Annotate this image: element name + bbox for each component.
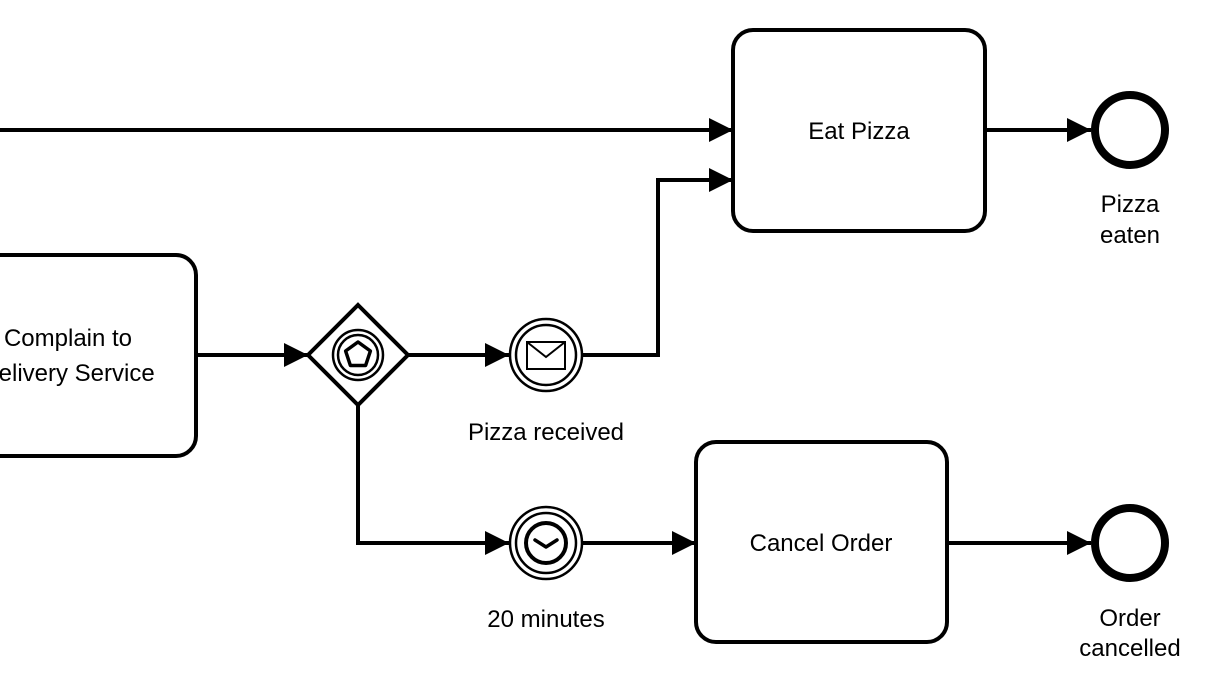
end-event-pizza-eaten-label-line2: eaten xyxy=(1100,222,1160,249)
end-event-pizza-eaten-label-line1: Pizza xyxy=(1101,191,1160,218)
timer-event-label: 20 minutes xyxy=(487,606,604,633)
end-event-order-cancelled-label-line1: Order xyxy=(1099,605,1160,632)
task-complain-label-line1: Complain to xyxy=(4,325,132,352)
task-cancel-order[interactable]: Cancel Order xyxy=(694,440,949,644)
message-catch-event[interactable] xyxy=(508,317,584,393)
message-event-label: Pizza received xyxy=(468,419,624,446)
clock-icon xyxy=(524,521,568,565)
event-based-gateway[interactable] xyxy=(305,302,411,408)
sequence-flow-message-to-eat-pizza xyxy=(583,168,733,357)
pentagon-icon xyxy=(343,340,373,368)
task-cancel-order-label: Cancel Order xyxy=(750,530,893,557)
task-complain-delivery[interactable]: Complain to Delivery Service xyxy=(0,253,198,458)
task-eat-pizza[interactable]: Eat Pizza xyxy=(731,28,987,233)
timer-catch-event[interactable] xyxy=(508,505,584,581)
task-complain-label-line2: Delivery Service xyxy=(0,360,155,387)
envelope-icon xyxy=(526,341,566,370)
end-event-order-cancelled-label-line2: cancelled xyxy=(1079,635,1180,662)
task-eat-pizza-label: Eat Pizza xyxy=(808,118,910,145)
sequence-flow-gateway-to-timer xyxy=(356,405,509,555)
end-event-order-cancelled[interactable] xyxy=(1091,504,1169,582)
end-event-pizza-eaten[interactable] xyxy=(1091,91,1169,169)
